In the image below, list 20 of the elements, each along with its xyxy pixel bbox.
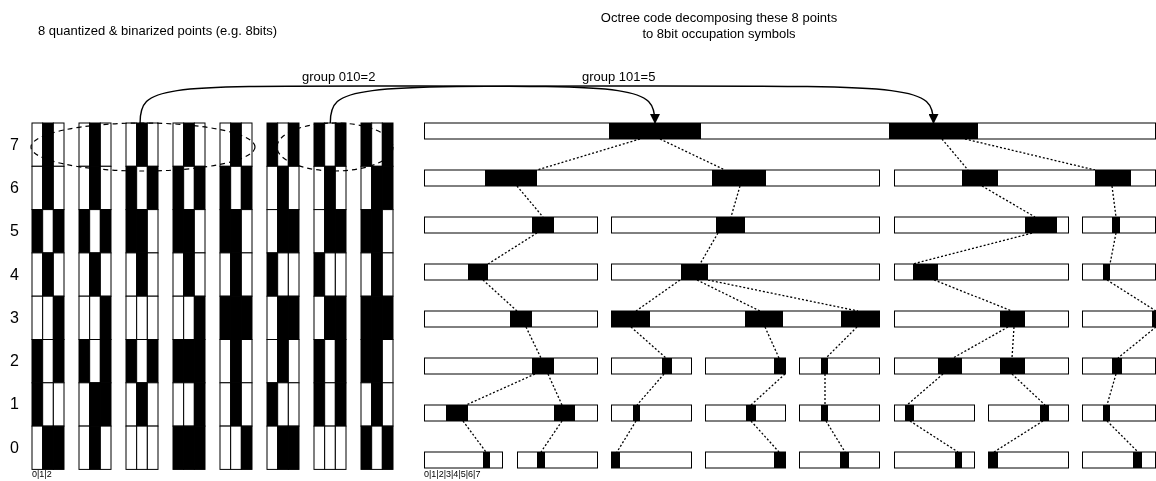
heading: 8 quantized & binarized points (e.g. 8bits) [38, 23, 278, 39]
row-number: 0 [10, 438, 19, 457]
bit-index-label: 0|1|2 [32, 469, 52, 480]
curved-arrow [139, 85, 660, 124]
heading: Octree code decomposing these 8 points to 8bit occupation symbols [599, 10, 839, 42]
row-number: 4 [10, 265, 19, 284]
row-number: 5 [10, 222, 19, 241]
dashed-group-ellipse [30, 122, 256, 172]
row-number: 2 [10, 352, 19, 371]
row-number: 3 [10, 308, 19, 327]
edge-label: group 101=5 [580, 69, 658, 85]
row-number: 1 [10, 395, 19, 414]
dashed-group-ellipse [276, 122, 394, 172]
curved-arrow [329, 85, 938, 124]
edge-label: group 010=2 [300, 69, 378, 85]
occupation-symbol-cell [609, 123, 701, 139]
row-number: 7 [10, 135, 19, 154]
row-number: 6 [10, 178, 19, 197]
bit-index-label: 0|1|2|3|4|5|6|7 [424, 469, 481, 480]
occupation-symbol-cell [889, 123, 978, 139]
